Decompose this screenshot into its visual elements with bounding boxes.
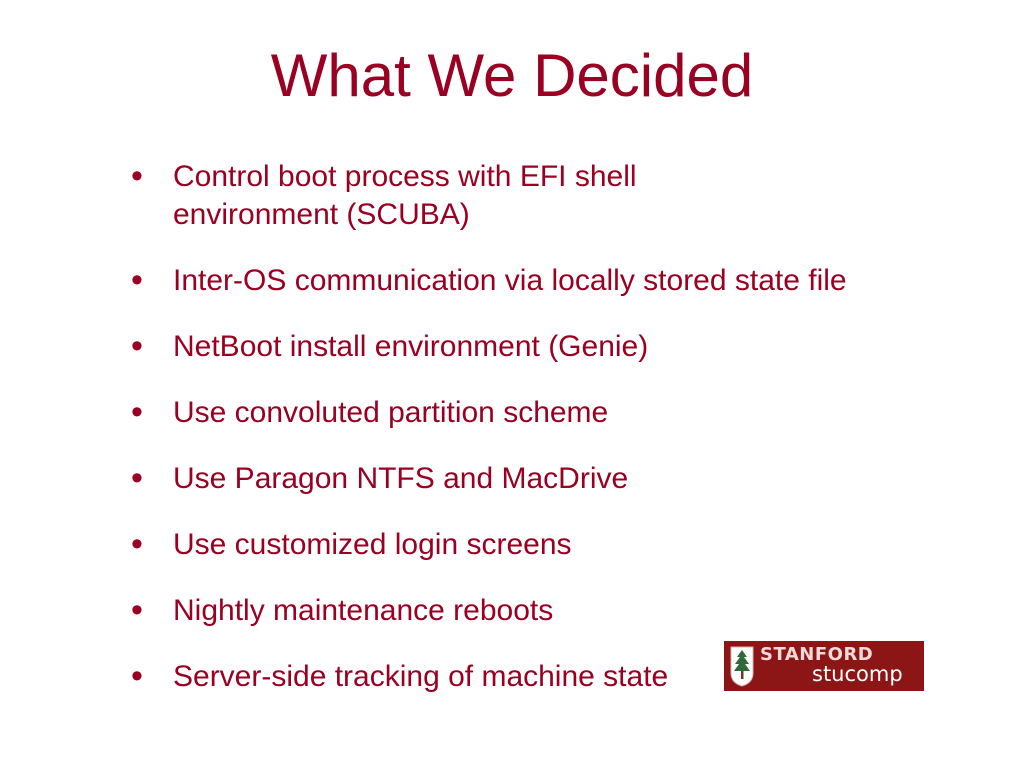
bullet-text: Nightly maintenance reboots — [173, 594, 554, 627]
stanford-stucomp-logo: STANFORD stucomp — [724, 641, 924, 691]
bullet-text: NetBoot install environment (Genie) — [173, 330, 649, 363]
bullet-item: • NetBoot install environment (Genie) — [125, 328, 943, 366]
bullet-list: • Control boot process with EFI shell en… — [125, 158, 945, 724]
bullet-text: Control boot process with EFI shell envi… — [173, 160, 637, 231]
bullet-text: Server-side tracking of machine state — [173, 660, 669, 693]
bullet-item: • Use convoluted partition scheme — [125, 394, 943, 432]
bullet-item: • Use customized login screens — [125, 526, 943, 564]
logo-brand-text: STANFORD — [760, 644, 874, 665]
bullet-dot-icon: • — [131, 591, 143, 629]
bullet-item: • Server-side tracking of machine state — [125, 658, 943, 696]
bullet-dot-icon: • — [131, 393, 143, 431]
bullet-dot-icon: • — [131, 657, 143, 695]
bullet-text: Use customized login screens — [173, 528, 572, 561]
bullet-item: • Use Paragon NTFS and MacDrive — [125, 460, 943, 498]
bullet-dot-icon: • — [131, 525, 143, 563]
bullet-text: Use Paragon NTFS and MacDrive — [173, 462, 629, 495]
bullet-text: Inter-OS communication via locally store… — [173, 264, 847, 297]
bullet-dot-icon: • — [131, 459, 143, 497]
bullet-item: • Control boot process with EFI shell en… — [125, 158, 943, 234]
bullet-dot-icon: • — [131, 327, 143, 365]
bullet-dot-icon: • — [131, 261, 143, 299]
bullet-item: • Inter-OS communication via locally sto… — [125, 262, 933, 300]
stanford-tree-seal-icon — [730, 646, 754, 687]
logo-sub-text: stucomp — [812, 662, 903, 686]
bullet-text: Use convoluted partition scheme — [173, 396, 609, 429]
bullet-dot-icon: • — [131, 157, 143, 195]
slide-title: What We Decided — [270, 42, 754, 109]
bullet-item: • Nightly maintenance reboots — [125, 592, 943, 630]
